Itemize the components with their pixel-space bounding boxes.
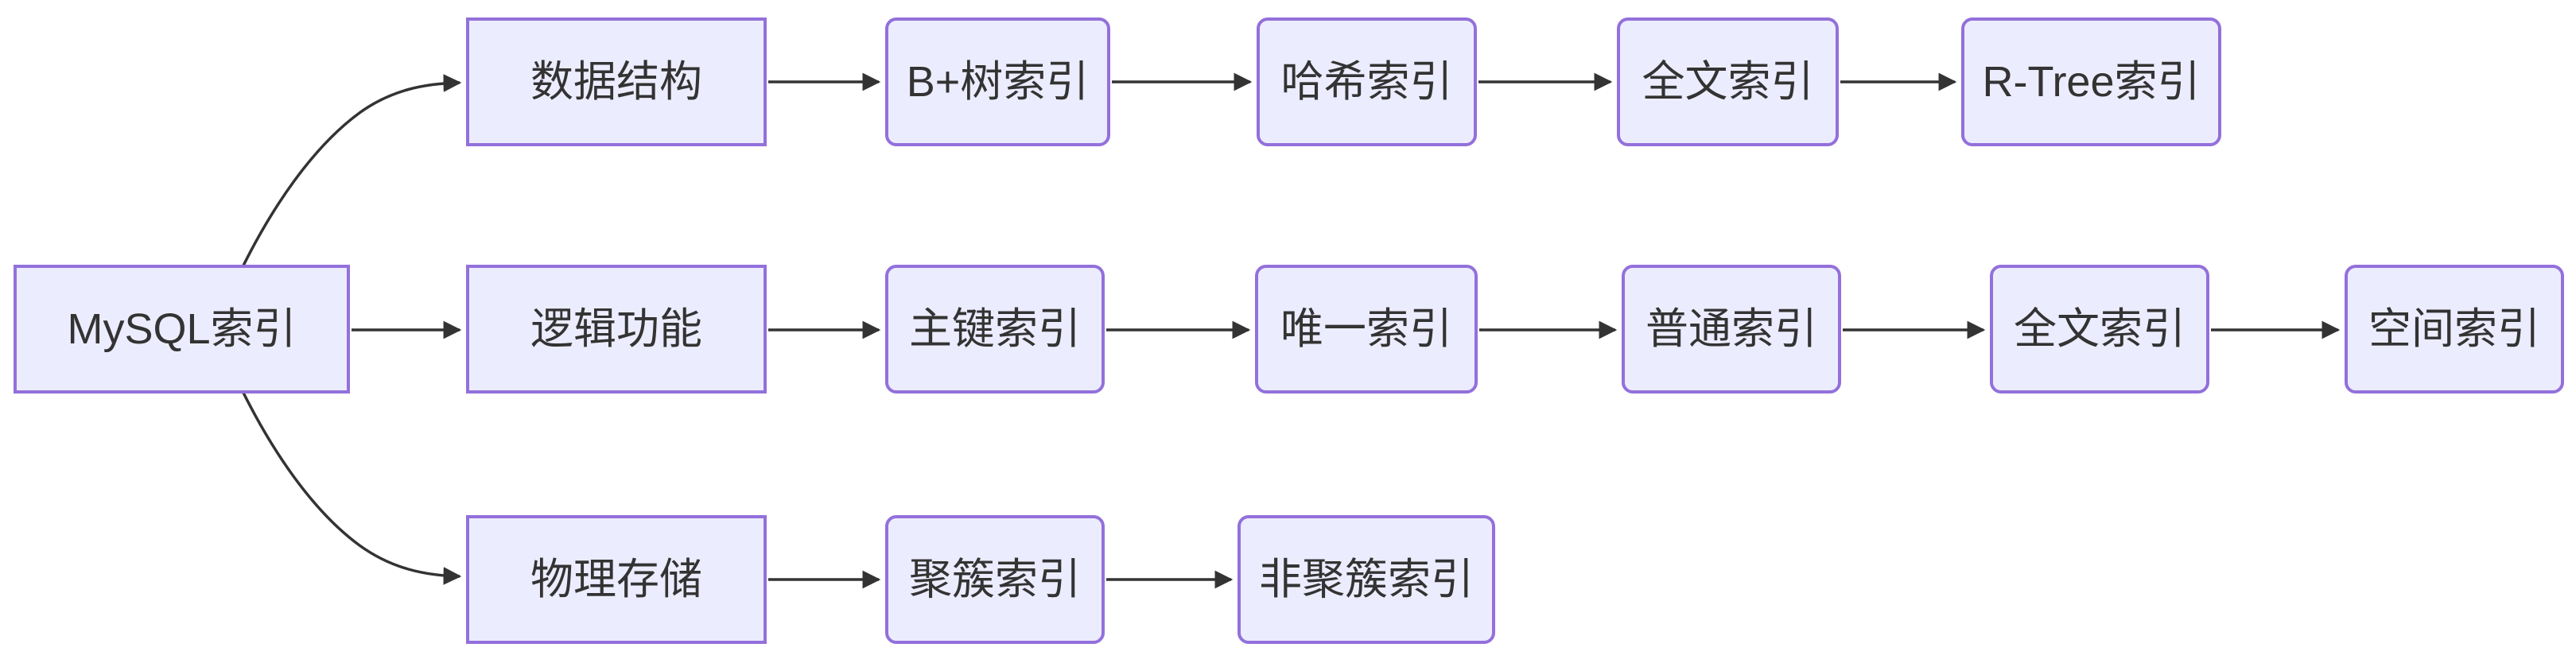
- node-unique-index: 唯一索引: [1255, 265, 1478, 394]
- node-clustered-index: 聚簇索引: [885, 515, 1105, 644]
- node-label: 主键索引: [909, 305, 1081, 353]
- node-label: 普通索引: [1645, 305, 1817, 353]
- node-label: R-Tree索引: [1982, 58, 2201, 106]
- node-label: 空间索引: [2368, 305, 2540, 353]
- node-mysql-index: MySQL索引: [14, 265, 350, 394]
- node-fulltext-index-2: 全文索引: [1990, 265, 2209, 394]
- node-label: 非聚簇索引: [1259, 556, 1474, 603]
- node-label: 聚簇索引: [909, 556, 1081, 603]
- node-data-structure: 数据结构: [466, 17, 767, 146]
- node-bplus-tree-index: B+树索引: [885, 17, 1110, 146]
- node-physical-storage: 物理存储: [466, 515, 767, 644]
- edge-mysql-to-physical-storage: [242, 392, 462, 585]
- edge-mysql-to-data-structure: [242, 74, 462, 266]
- node-label: 哈希索引: [1280, 58, 1453, 106]
- node-label: 数据结构: [530, 58, 702, 106]
- node-label: 全文索引: [2014, 305, 2186, 353]
- node-label: 物理存储: [530, 556, 702, 603]
- node-label: 唯一索引: [1280, 305, 1452, 353]
- node-label: MySQL索引: [67, 305, 297, 353]
- node-primary-key-index: 主键索引: [885, 265, 1105, 394]
- node-hash-index: 哈希索引: [1257, 17, 1477, 146]
- node-logic-function: 逻辑功能: [466, 265, 767, 394]
- node-spatial-index: 空间索引: [2345, 265, 2564, 394]
- node-label: 逻辑功能: [530, 305, 702, 353]
- node-label: 全文索引: [1642, 58, 1814, 106]
- node-label: B+树索引: [906, 58, 1090, 106]
- node-fulltext-index-1: 全文索引: [1617, 17, 1839, 146]
- node-normal-index: 普通索引: [1622, 265, 1841, 394]
- node-rtree-index: R-Tree索引: [1961, 17, 2221, 146]
- node-non-clustered-index: 非聚簇索引: [1237, 515, 1495, 644]
